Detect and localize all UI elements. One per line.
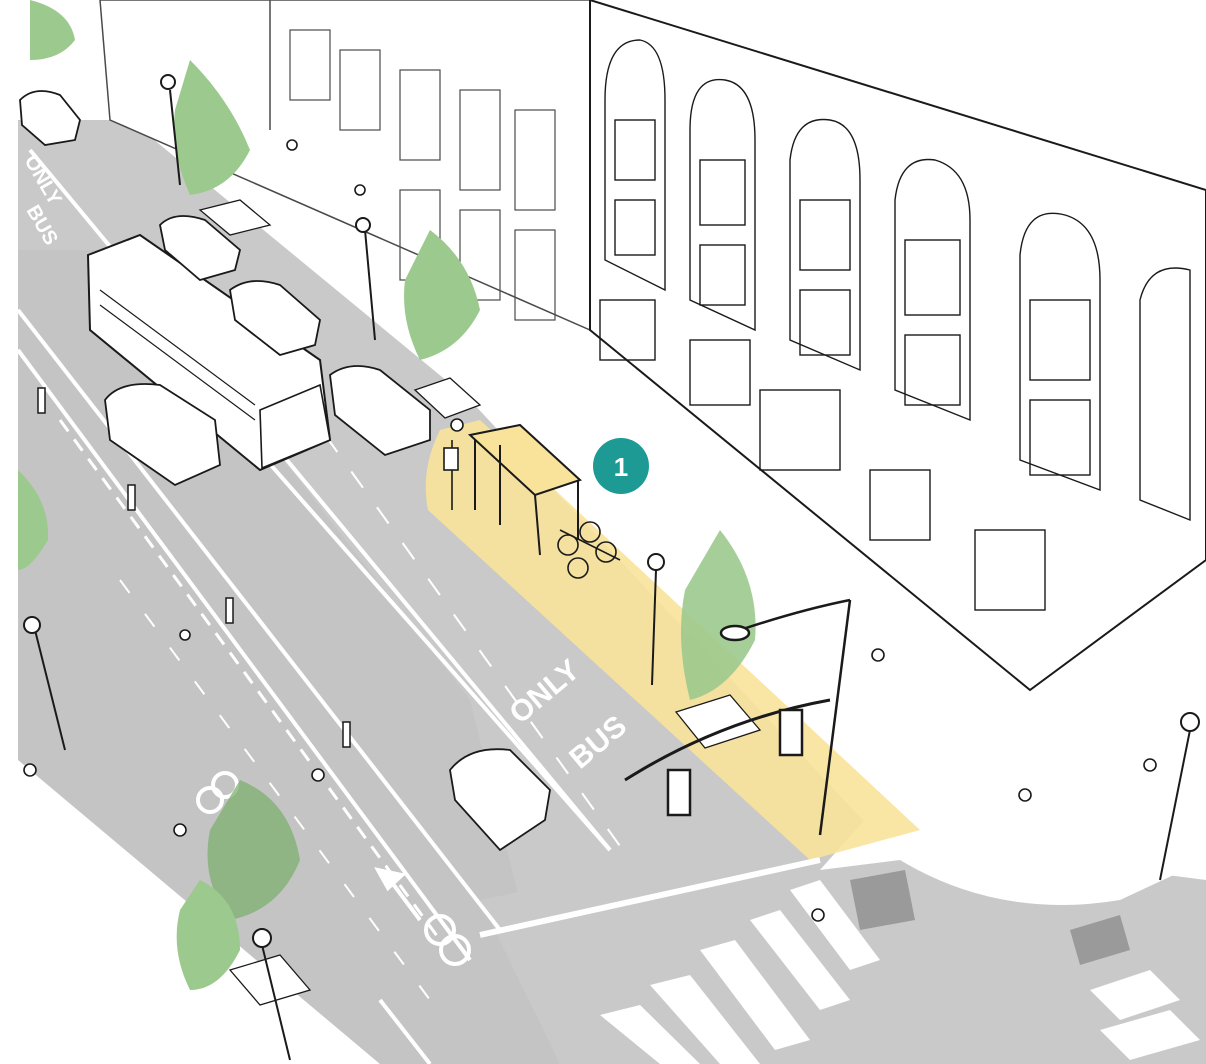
street-trees	[18, 0, 756, 990]
tree-3	[681, 530, 756, 700]
building-right	[589, 0, 1206, 692]
crosswalk	[600, 880, 1200, 1064]
tree-6	[18, 470, 49, 570]
cyclist-1	[311, 768, 325, 782]
tree-2	[404, 230, 480, 360]
car-3	[229, 280, 321, 356]
car-4	[159, 215, 242, 281]
pedestrian-2	[354, 184, 366, 196]
tree-4	[207, 780, 300, 920]
lane-markings	[16, 148, 821, 1064]
tactile-paving	[850, 870, 1130, 965]
callout-number: 1	[614, 452, 628, 482]
tree-7	[30, 0, 75, 60]
car-6	[449, 748, 551, 852]
cars	[19, 90, 551, 852]
lamp-posts	[23, 74, 1200, 1061]
callout-circle	[593, 438, 649, 494]
bike-lane-symbol	[196, 771, 471, 966]
pedestrian-3	[871, 648, 885, 662]
pedestrian-1	[286, 139, 298, 151]
corner-sidewalk	[820, 700, 1206, 905]
car-2	[329, 365, 431, 457]
bollards	[37, 387, 351, 748]
cyclist-4	[173, 823, 187, 837]
pedestrian-5	[23, 763, 37, 777]
pedestrian-6	[811, 908, 825, 922]
pedestrian-4	[1143, 758, 1157, 772]
car-1	[104, 383, 221, 487]
tree-5	[176, 880, 240, 990]
city-bus	[86, 233, 332, 472]
people	[23, 139, 1157, 922]
cyclist-3	[1018, 788, 1032, 802]
bus-shelter	[467, 423, 582, 556]
bus-stop-sign	[443, 418, 464, 510]
tree-1	[174, 60, 250, 195]
bike-rack	[557, 521, 621, 579]
car-5	[19, 90, 81, 146]
callout-1: 1	[593, 438, 649, 494]
traffic-signal	[624, 598, 852, 836]
cyclist-2	[179, 629, 191, 641]
